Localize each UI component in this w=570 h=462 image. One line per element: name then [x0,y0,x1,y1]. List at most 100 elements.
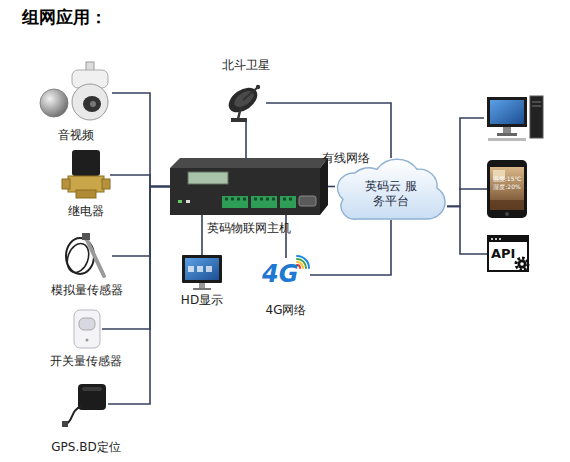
terminal-screws [225,198,292,201]
host-front [170,168,320,215]
4g-logo-text: 4G [262,260,310,288]
phone-home-button [505,212,509,216]
pc-illustration [487,96,543,141]
network-link [447,189,487,206]
diagram-title: 组网应用： [22,6,107,28]
pc-monitor [487,97,527,127]
host-led [186,200,190,203]
phone-illustration [487,160,527,218]
host-side [320,158,328,215]
gear-hole [520,262,524,266]
host-top [170,158,328,168]
dish [224,83,262,118]
sensor-head [82,233,90,240]
pir-led [86,339,89,342]
camera-dome [72,84,108,120]
pir-body [74,310,100,348]
monitor-illustration [182,255,222,290]
api-title-bar [488,236,528,242]
valve-pipe-end [102,179,110,189]
network-link [201,215,203,255]
api-text: API [491,246,521,261]
analog-sensor-illustration [63,233,104,276]
sensor-probe [86,238,104,276]
network-link [110,175,170,187]
gear-teeth [516,258,528,270]
network-link [447,206,487,254]
pir-sensor-illustration [74,310,100,348]
screen-floor [490,200,524,210]
host-led [178,200,182,203]
dish-feed [256,85,260,89]
relay-illustration [62,150,110,198]
device-label: 继电器 [6,204,166,218]
device-label: 开关量传感器 [6,354,166,368]
gps-illustration [62,384,106,427]
network-link [310,220,391,275]
gps-highlight [82,387,102,391]
phone-screen [490,167,524,210]
pc-base [497,133,517,136]
gps-node: GPS.BD定位 [64,382,108,426]
host-label: 英码物联网主机 [169,221,329,235]
network-link [112,187,170,257]
cloud-outline [338,159,446,219]
pc-tower [530,96,543,138]
network-link [245,122,247,158]
gps-puck [78,384,106,410]
platform-name: 英码云 服务平台 [361,179,421,209]
device-label: 模拟量传感器 [7,283,167,297]
gps-cable [66,406,82,424]
pc-keyboard [488,138,526,141]
bus-wire [460,118,484,190]
camera-illustration [40,62,108,120]
screen-icon [188,266,194,272]
monitor-frame [182,255,222,283]
window-dot [499,238,501,240]
device-label: GPS.BD定位 [6,440,166,454]
relay-node: 继电器 [62,150,110,200]
satellite-node: 北斗卫星 [226,84,266,122]
monitor-base [193,288,211,290]
screen-icon [206,266,212,272]
monitor-screen [185,258,219,280]
phone-body [487,160,527,218]
network-link [328,186,335,188]
switch-sensor-node: 开关量传感器 [70,308,102,350]
dish-feed-arm [243,88,257,100]
network-link [102,187,170,330]
4g-signal-arcs [297,256,309,268]
screen-icon [197,266,203,272]
monitor-node: HD显示 [182,255,222,291]
valve-pipe-end [62,179,70,189]
api-node: API [487,235,529,273]
pc-screen [490,100,524,124]
camera-window [83,96,101,112]
serial-port [299,196,316,206]
device-label: 音视频 [0,128,156,142]
network-label: 4G网络 [206,303,366,317]
pc-drive-slots [532,102,541,106]
host-illustration [170,158,328,215]
dish-base [231,118,247,122]
device-label: HD显示 [122,293,282,307]
gps-connector [62,421,68,427]
camera-lens [90,101,96,107]
gear-body [518,260,527,269]
cloud-node: 英码云 服务平台 [335,158,447,220]
network-link [112,93,170,187]
api-illustration [488,236,528,271]
valve-base [76,190,96,198]
host-node: 英码物联网主机 [170,158,328,215]
link-label: 有线网络 [296,151,396,165]
terminal-block [280,196,296,208]
window-dot [495,238,497,240]
4g-node: 4G4G网络 [262,258,310,292]
dish-stand [238,107,241,119]
satellite-label: 北斗卫星 [166,58,326,72]
camera-sphere [40,89,68,117]
phone-screen-text: 温度:15℃ 湿度:20% [490,175,524,191]
api-window [488,236,528,271]
satellite-illustration [224,83,262,122]
host-lcd [188,172,228,184]
